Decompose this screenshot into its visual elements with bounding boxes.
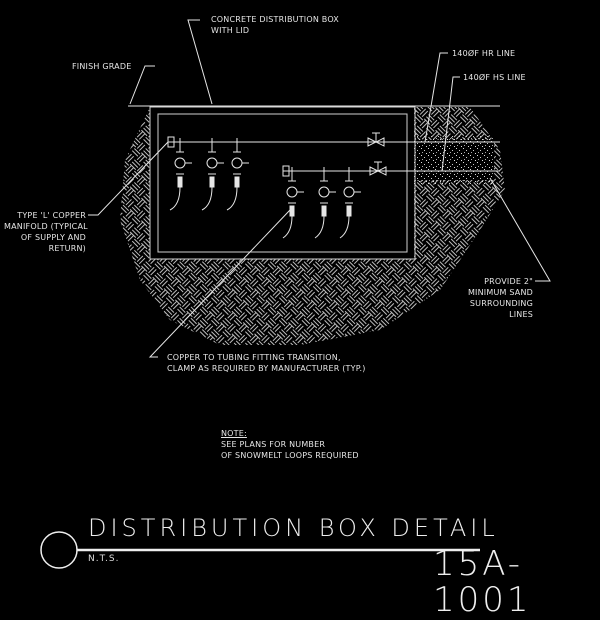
callout-line: MANIFOLD (TYPICAL — [4, 222, 88, 231]
callout-line: TYPE 'L' COPPER — [17, 211, 86, 220]
callout-hr-line: 140ØF HR LINE — [452, 49, 516, 58]
drawing-title: DISTRIBUTION BOX DETAIL — [88, 514, 499, 542]
title-block — [40, 531, 480, 569]
concrete-box — [149, 106, 416, 260]
callout-line: PROVIDE 2" — [484, 277, 533, 286]
callout-line: COPPER TO TUBING FITTING TRANSITION, — [167, 353, 341, 362]
return-manifold — [282, 161, 500, 239]
callout-line: LINES — [509, 310, 533, 319]
scale-label: N.T.S. — [88, 554, 120, 564]
callout-sand: PROVIDE 2" MINIMUM SAND SURROUNDING LINE… — [460, 276, 533, 320]
sheet-number: 15A-1001 — [433, 544, 532, 620]
general-note: NOTE: SEE PLANS FOR NUMBER OF SNOWMELT L… — [221, 428, 359, 461]
callout-finish-grade: FINISH GRADE — [72, 62, 132, 71]
supply-manifold — [167, 132, 500, 211]
callout-line: CONCRETE DISTRIBUTION BOX — [211, 15, 339, 24]
callout-line: OF SUPPLY AND — [20, 233, 86, 242]
detail-drawing — [40, 19, 551, 569]
note-line: SEE PLANS FOR NUMBER — [221, 440, 326, 449]
soil-hatch — [120, 107, 505, 345]
callout-manifold: TYPE 'L' COPPER MANIFOLD (TYPICAL OF SUP… — [4, 210, 88, 254]
callout-line: RETURN) — [48, 244, 86, 253]
callout-line: SURROUNDING — [469, 299, 533, 308]
callout-hs-line: 140ØF HS LINE — [463, 73, 526, 82]
callout-line: MINIMUM SAND — [467, 288, 533, 297]
note-heading: NOTE: — [221, 429, 247, 438]
callout-line: WITH LID — [211, 26, 250, 35]
callout-line: CLAMP AS REQUIRED BY MANUFACTURER (TYP.) — [167, 364, 366, 373]
leader-lines — [88, 19, 551, 358]
note-line: OF SNOWMELT LOOPS REQUIRED — [221, 451, 359, 460]
callout-transition: COPPER TO TUBING FITTING TRANSITION, CLA… — [167, 352, 366, 374]
callout-concrete-box: CONCRETE DISTRIBUTION BOX WITH LID — [211, 14, 339, 36]
